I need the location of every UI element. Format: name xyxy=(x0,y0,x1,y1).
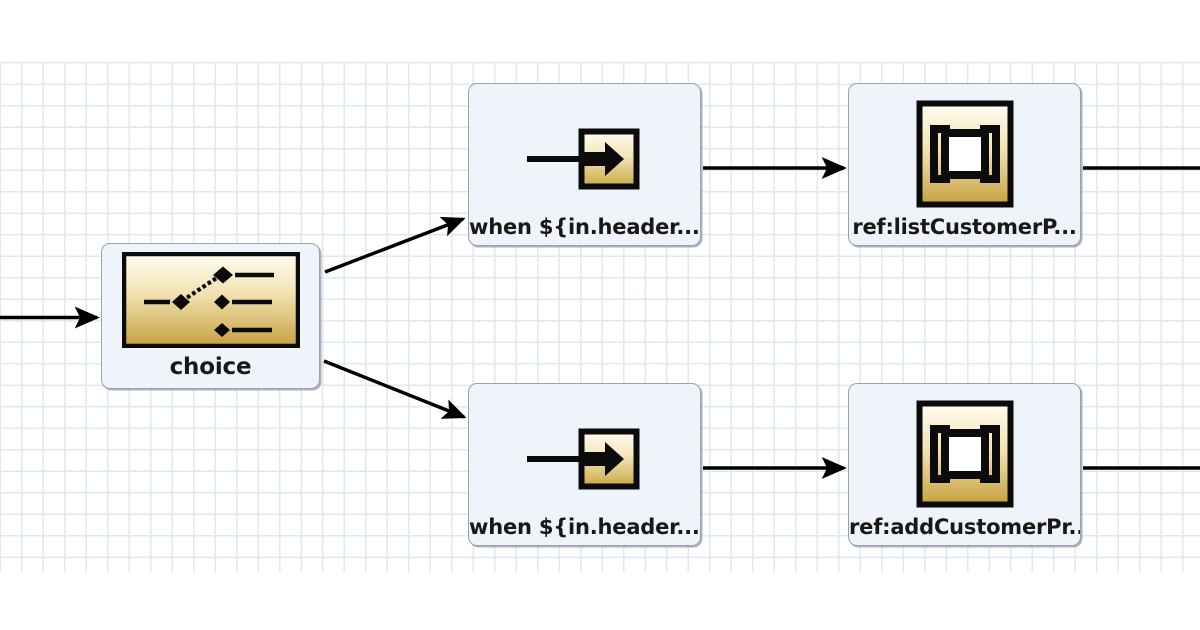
node-ref-2[interactable]: ref:addCustomerPr... xyxy=(848,383,1081,546)
node-choice[interactable]: choice xyxy=(101,243,320,389)
choice-switch-icon xyxy=(121,252,300,348)
route-reference-icon xyxy=(916,400,1013,507)
arrow-into-box-icon xyxy=(526,428,639,489)
node-when-1-icon-wrap xyxy=(469,84,700,217)
node-choice-icon-wrap xyxy=(102,244,319,356)
connection-choice-to-when-1[interactable] xyxy=(324,216,466,274)
node-when-2[interactable]: when ${in.header.... xyxy=(468,383,701,546)
node-when-2-label: when ${in.header.... xyxy=(469,517,700,539)
node-when-1[interactable]: when ${in.header.... xyxy=(468,83,701,246)
connection-choice-to-when-2[interactable] xyxy=(323,359,467,419)
arrow-into-box-icon xyxy=(526,128,639,189)
node-when-2-icon-wrap xyxy=(469,384,700,517)
route-reference-icon xyxy=(916,100,1013,207)
node-ref-2-icon-wrap xyxy=(849,384,1080,517)
node-ref-2-label: ref:addCustomerPr... xyxy=(849,517,1080,539)
node-ref-1-icon-wrap xyxy=(849,84,1080,217)
node-choice-label: choice xyxy=(169,356,252,380)
node-ref-1[interactable]: ref:listCustomerP... xyxy=(848,83,1081,246)
node-when-1-label: when ${in.header.... xyxy=(469,217,700,239)
node-ref-1-label: ref:listCustomerP... xyxy=(852,217,1077,239)
